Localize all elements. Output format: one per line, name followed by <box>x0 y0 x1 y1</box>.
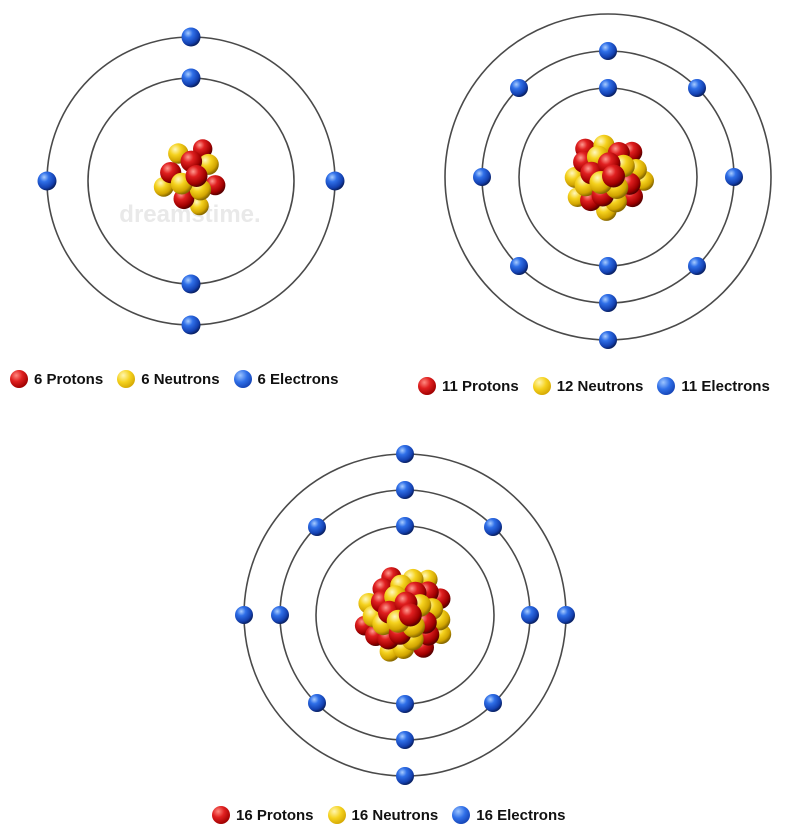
electron <box>510 79 528 97</box>
electron <box>473 168 491 186</box>
electron <box>396 695 414 713</box>
electron <box>521 606 539 624</box>
electron <box>557 606 575 624</box>
electron <box>396 517 414 535</box>
electron <box>599 331 617 349</box>
electron <box>396 445 414 463</box>
neutron-icon <box>117 370 136 388</box>
electron <box>396 731 414 749</box>
legend-atom-b: 11 Protons 12 Neutrons 11 Electrons <box>418 377 770 395</box>
electrons-label: 11 Electrons <box>681 377 770 395</box>
legend-protons: 11 Protons <box>418 377 519 395</box>
electron <box>396 767 414 785</box>
electron <box>308 694 326 712</box>
legend-neutrons: 12 Neutrons <box>532 377 644 395</box>
protons-label: 6 Protons <box>34 370 104 388</box>
legend-neutrons: 6 Neutrons <box>117 370 220 388</box>
neutron-icon <box>327 806 346 824</box>
electron <box>599 42 617 60</box>
neutron-icon <box>532 377 551 395</box>
electron <box>308 518 326 536</box>
electron-icon <box>657 377 676 395</box>
legend-atom-a: 6 Protons 6 Neutrons 6 Electrons <box>10 370 338 388</box>
legend-electrons: 11 Electrons <box>657 377 770 395</box>
electron <box>510 257 528 275</box>
nucleus-b <box>564 134 654 221</box>
proton <box>398 603 422 627</box>
electron <box>37 171 57 191</box>
electrons-b <box>473 42 743 349</box>
neutrons-label: 16 Neutrons <box>351 806 439 824</box>
electron <box>325 171 345 191</box>
legend-electrons: 16 Electrons <box>452 806 565 824</box>
legend-neutrons: 16 Neutrons <box>327 806 439 824</box>
nucleus-a <box>153 139 226 216</box>
electrons-label: 16 Electrons <box>476 806 566 824</box>
electron <box>181 27 201 47</box>
electron <box>396 481 414 499</box>
electrons-c <box>235 445 575 785</box>
nucleus-c <box>354 567 452 662</box>
atom-a: dreamstime. <box>37 27 345 335</box>
electron <box>271 606 289 624</box>
electron <box>599 79 617 97</box>
electron-icon <box>452 806 471 824</box>
proton-icon <box>10 370 28 388</box>
neutrons-label: 12 Neutrons <box>556 377 644 395</box>
proton-icon <box>212 806 230 824</box>
electrons-a <box>37 27 345 335</box>
electron <box>235 606 253 624</box>
proton <box>602 164 625 188</box>
electron <box>181 68 201 88</box>
atom-c <box>235 445 575 785</box>
electron <box>484 518 502 536</box>
legend-electrons: 6 Electrons <box>233 370 339 388</box>
protons-label: 11 Protons <box>442 377 519 395</box>
legend-protons: 6 Protons <box>10 370 103 388</box>
electron <box>599 294 617 312</box>
neutron <box>190 196 209 216</box>
electron <box>181 274 201 294</box>
legend-atom-c: 16 Protons 16 Neutrons 16 Electrons <box>212 806 565 824</box>
electron <box>599 257 617 275</box>
legend-protons: 16 Protons <box>212 806 314 824</box>
electron <box>688 257 706 275</box>
atom-b <box>444 13 772 349</box>
protons-label: 16 Protons <box>236 806 314 824</box>
electron <box>181 315 201 335</box>
electron <box>725 168 743 186</box>
neutrons-label: 6 Neutrons <box>141 370 220 388</box>
proton <box>185 165 208 187</box>
electron-icon <box>233 370 252 388</box>
proton-icon <box>418 377 436 395</box>
electrons-label: 6 Electrons <box>257 370 339 388</box>
electron <box>484 694 502 712</box>
electron <box>688 79 706 97</box>
